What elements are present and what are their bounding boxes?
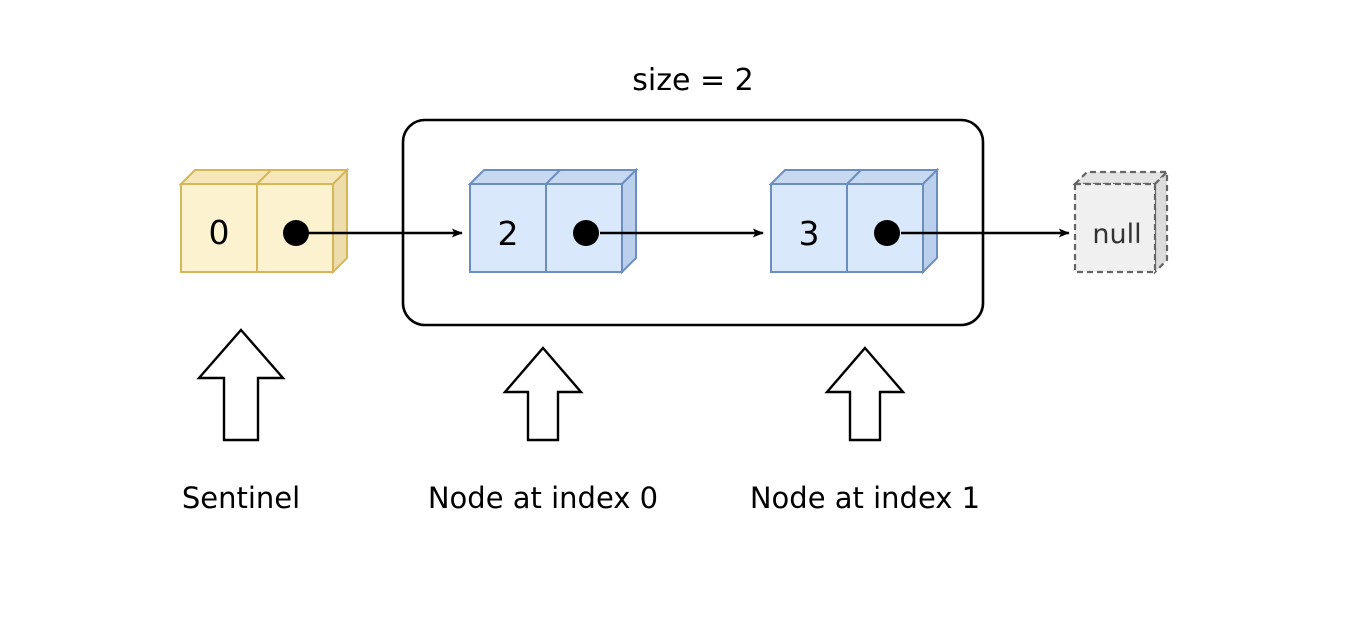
- null-box-label: null: [1092, 219, 1141, 250]
- sentinel-side-face: [332, 167, 348, 275]
- callout-arrow-sentinel: [196, 328, 286, 442]
- caption-node-index-0: Node at index 0: [428, 481, 658, 515]
- node-0-next-pointer-dot: [573, 220, 599, 246]
- caption-node-index-1: Node at index 1: [750, 481, 980, 515]
- node-index-1[interactable]: 3: [768, 167, 940, 275]
- callout-arrow-node-1: [824, 346, 906, 442]
- caption-sentinel: Sentinel: [182, 481, 300, 515]
- node-0-value: 2: [498, 214, 519, 253]
- null-terminator-box: null: [1072, 169, 1170, 275]
- node-sentinel[interactable]: 0: [178, 167, 350, 275]
- callout-arrow-node-0: [502, 346, 584, 442]
- size-group-box: [401, 118, 985, 327]
- node-0-side-face: [621, 167, 637, 275]
- sentinel-value: 0: [209, 213, 230, 252]
- null-box-front-face: [1073, 182, 1157, 274]
- sentinel-top-divider: [256, 169, 272, 185]
- node-1-top-divider: [846, 169, 862, 185]
- node-1-next-pointer-dot: [874, 220, 900, 246]
- node-0-top-divider: [545, 169, 561, 185]
- sentinel-next-pointer-dot: [283, 220, 309, 246]
- node-1-value: 3: [799, 214, 820, 253]
- node-index-0[interactable]: 2: [467, 167, 639, 275]
- size-label: size = 2: [632, 63, 753, 98]
- node-1-side-face: [922, 167, 938, 275]
- null-box-top-face: [1072, 170, 1170, 186]
- null-box-side-face: [1153, 169, 1169, 275]
